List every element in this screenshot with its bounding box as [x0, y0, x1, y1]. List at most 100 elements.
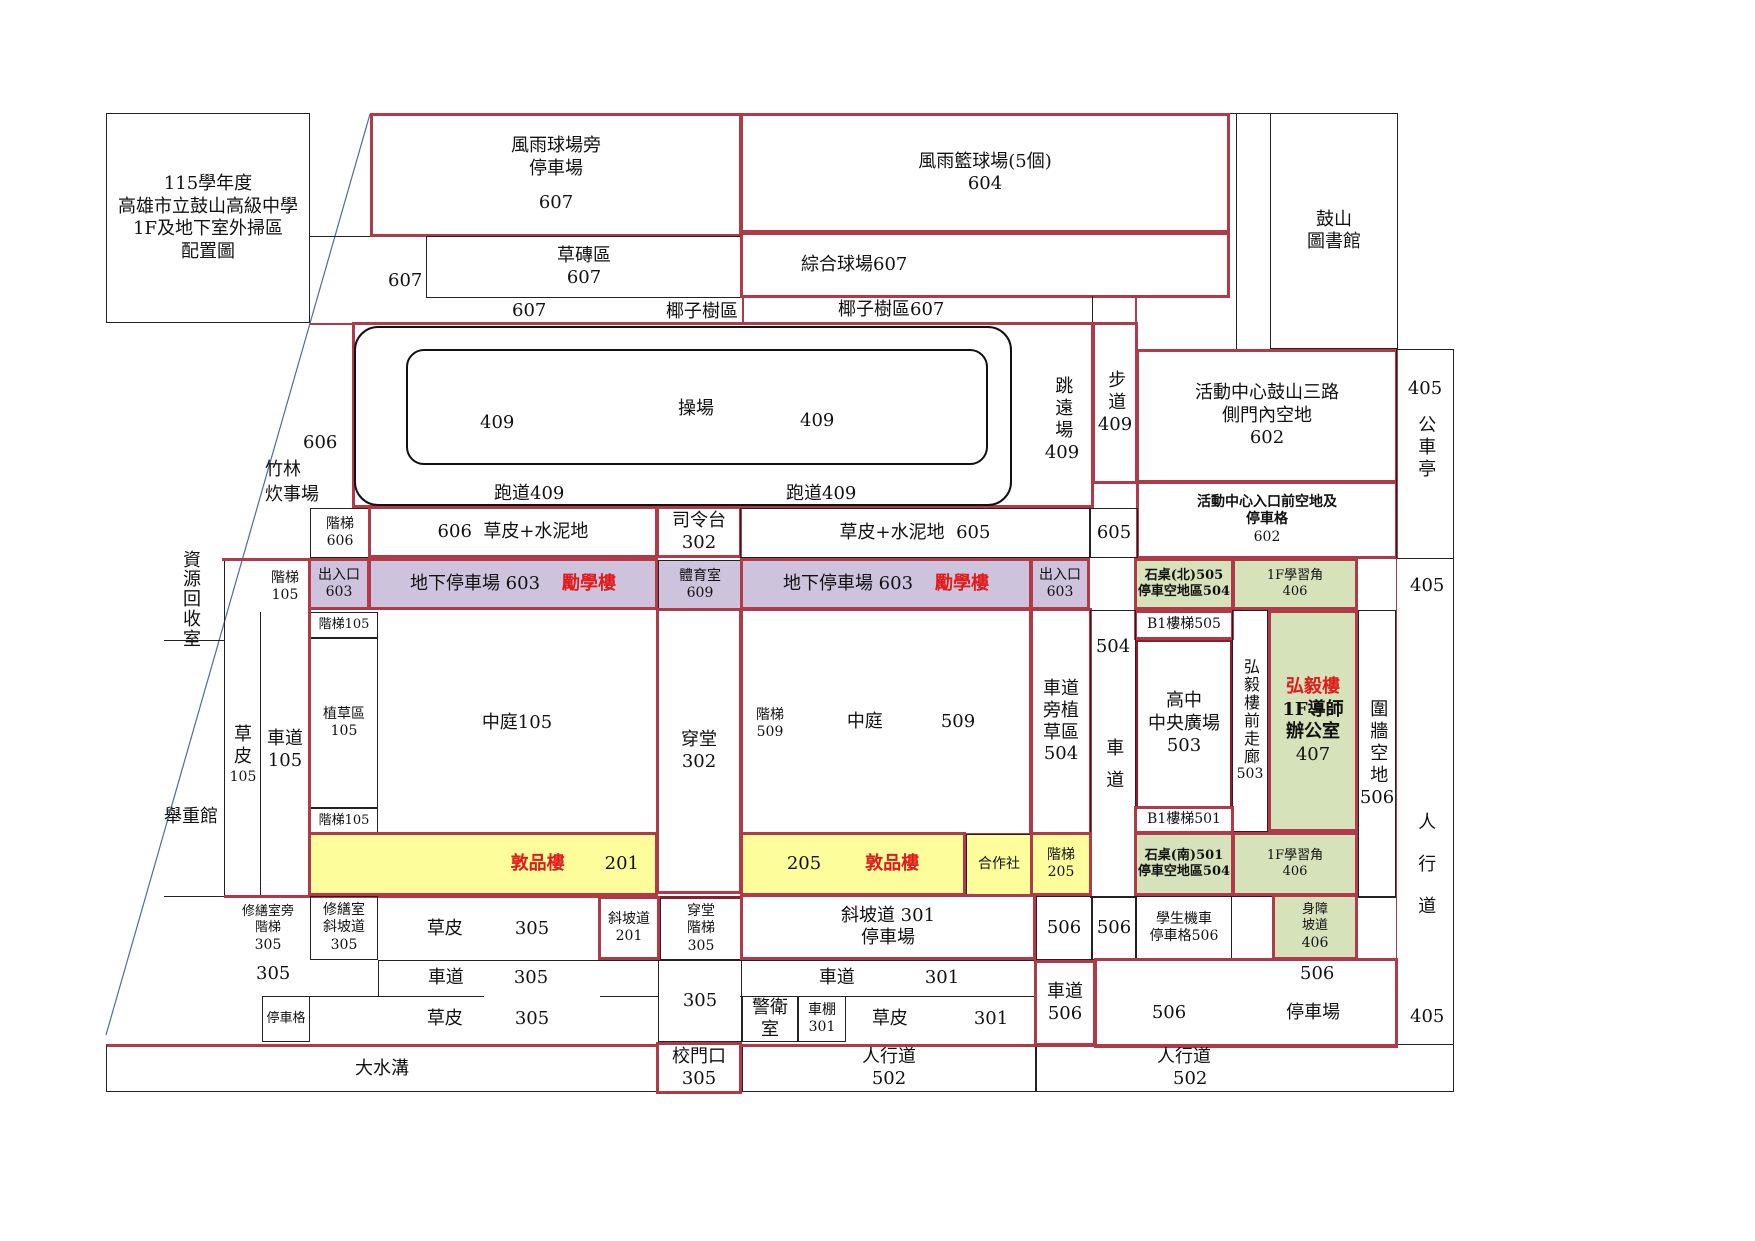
- stairs-105-top[interactable]: 階梯 105: [262, 562, 308, 612]
- repair-stairs-305[interactable]: 修繕室旁 階梯 305: [236, 900, 300, 958]
- label-607-row: 607: [512, 300, 547, 321]
- zone-dunpin-left[interactable]: 敦品樓 201: [308, 832, 658, 896]
- label: 草皮: [426, 1007, 463, 1029]
- label: 階梯105: [318, 812, 370, 828]
- grid-line: [309, 113, 310, 323]
- field-409-right: 409: [800, 410, 835, 431]
- hall-stairs-305[interactable]: 穿堂 階梯 305: [660, 896, 742, 960]
- label: 105: [229, 768, 257, 785]
- parking-space[interactable]: 停車格: [262, 996, 310, 1042]
- cell-506-a[interactable]: 506: [1036, 896, 1092, 960]
- label: 1F學習角: [1266, 847, 1324, 863]
- zone-long-jump[interactable]: 跳遠場 409: [1040, 370, 1084, 470]
- zone-ramp-301[interactable]: 斜坡道 301 停車場: [740, 894, 1036, 960]
- zone-lawn-105[interactable]: 草 皮 105: [226, 700, 260, 810]
- zone-lawn-305-upper[interactable]: 草皮 305: [378, 898, 598, 960]
- grid-line: [1396, 558, 1397, 1048]
- zone-courtyard-105[interactable]: 中庭105: [378, 612, 656, 834]
- zone-shelter-parking[interactable]: 風雨球場旁 停車場 607: [370, 113, 742, 237]
- grid-line: [1230, 113, 1398, 114]
- field-409-left: 409: [480, 412, 515, 433]
- zone-stone-table-south[interactable]: 石桌(南)501 停車空地區504: [1134, 832, 1234, 896]
- label: 圖書館: [1307, 231, 1361, 252]
- bike-shed[interactable]: 車棚 301: [798, 996, 846, 1042]
- zone-lawn-606[interactable]: 606 草皮+水泥地: [368, 506, 658, 558]
- label: 504: [1043, 743, 1079, 765]
- label: 603: [325, 584, 353, 600]
- zone-central-plaza[interactable]: 高中 中央廣場 503: [1136, 640, 1232, 808]
- stairs-105-upper[interactable]: 階梯105: [310, 612, 378, 638]
- guard-room[interactable]: 警衛 室: [742, 996, 798, 1042]
- zone-activity-front[interactable]: 活動中心入口前空地及 停車格 602: [1136, 481, 1398, 559]
- gym-room[interactable]: 體育室 609: [658, 560, 742, 610]
- lane-504[interactable]: 504 車道: [1090, 610, 1136, 898]
- zone-school-gate[interactable]: 校門口 305: [656, 1042, 742, 1094]
- zone-walkway[interactable]: 步道 409: [1092, 322, 1138, 484]
- zone-parking-506[interactable]: 506 停車場: [1094, 958, 1398, 1048]
- zone-lane-105[interactable]: 車道 105: [262, 720, 308, 780]
- zone-drain[interactable]: 大水溝: [106, 1044, 658, 1092]
- ramp-201[interactable]: 斜坡道 201: [598, 896, 660, 960]
- zone-parking-left[interactable]: 地下停車場 603 勵學樓: [368, 558, 658, 610]
- zone-courtyard-509[interactable]: 中庭 509: [740, 608, 1032, 836]
- bamboo-606: 606: [303, 432, 338, 453]
- repair-ramp-305[interactable]: 修繕室 斜坡道 305: [310, 896, 378, 960]
- label: 弘毅樓前走廊: [1241, 658, 1260, 767]
- zone-activity-side[interactable]: 活動中心鼓山三路 側門內空地 602: [1136, 349, 1398, 483]
- title-line-4: 配置圖: [181, 240, 235, 262]
- grid-line: [742, 296, 744, 324]
- stairs-509[interactable]: 階梯 509: [742, 700, 798, 748]
- label: 穿堂: [681, 728, 717, 750]
- zone-plant-105[interactable]: 植草區 105: [310, 638, 378, 808]
- stairs-b1-505[interactable]: B1樓梯505: [1134, 610, 1234, 640]
- zone-lane-plant[interactable]: 車道旁植草區 504: [1030, 608, 1092, 836]
- zone-hall-302[interactable]: 穿堂 302: [656, 608, 742, 894]
- zone-sidewalk-502-left[interactable]: 人行道 502: [742, 1044, 1036, 1092]
- stairs-b1-501[interactable]: B1樓梯501: [1134, 806, 1234, 834]
- zone-grass-brick[interactable]: 草磚區 607: [426, 236, 742, 298]
- zone-study-corner-south[interactable]: 1F學習角 406: [1232, 832, 1358, 896]
- zone-hall-305[interactable]: 305: [658, 960, 742, 1042]
- zone-dunpin-right[interactable]: 205 敦品樓: [740, 832, 966, 896]
- zone-basketball-court[interactable]: 風雨籃球場(5個) 604: [740, 113, 1230, 233]
- zone-stone-table-north[interactable]: 石桌(北)505 停車空地區504: [1134, 558, 1234, 610]
- cell-506-b[interactable]: 506: [1092, 896, 1136, 960]
- stairs-105-lower[interactable]: 階梯105: [310, 808, 378, 834]
- label: 司令台: [672, 509, 726, 531]
- zone-disabled-ramp-406[interactable]: 身障 坡道 406: [1272, 894, 1358, 960]
- lane-605[interactable]: 605: [1090, 508, 1138, 558]
- label: 階梯: [687, 920, 715, 937]
- stairs-205[interactable]: 階梯 205: [1030, 832, 1092, 896]
- zone-podium[interactable]: 司令台 302: [656, 506, 742, 558]
- stairs-606[interactable]: 階梯 606: [310, 508, 370, 558]
- label: 405: [1407, 378, 1443, 399]
- coop-store[interactable]: 合作社: [966, 834, 1032, 896]
- zone-study-corner-north[interactable]: 1F學習角 406: [1232, 558, 1358, 610]
- zone-parking-right[interactable]: 地下停車場 603 勵學樓: [740, 558, 1032, 610]
- exit-right[interactable]: 出入口 603: [1030, 558, 1090, 610]
- label: 綜合球場607: [801, 253, 908, 275]
- zone-multi-court[interactable]: 綜合球場607: [740, 232, 1230, 298]
- zone-corridor-503[interactable]: 弘毅樓前走廊 503: [1232, 610, 1268, 832]
- label: 草皮+水泥地 605: [839, 521, 991, 543]
- zone-hongyi-office[interactable]: 弘毅樓 1F導師 辦公室 407: [1268, 610, 1358, 832]
- label: 407: [1295, 743, 1331, 765]
- zone-scooter-506[interactable]: 學生機車 停車格506: [1136, 896, 1232, 960]
- grid-line: [1092, 296, 1093, 324]
- lane-305[interactable]: 車道 305: [378, 960, 598, 996]
- lane-301[interactable]: 車道 301: [742, 960, 1036, 996]
- zone-lawn-301[interactable]: 草皮 301: [846, 996, 1034, 1042]
- zone-lawn-305-lower[interactable]: 草皮 305: [378, 996, 598, 1042]
- weightlifting-hall: 舉重館: [164, 806, 218, 827]
- label: 409: [1044, 441, 1080, 463]
- zone-wall-506[interactable]: 圍牆空地 506: [1358, 610, 1396, 898]
- lane-506[interactable]: 車道 506: [1034, 960, 1096, 1046]
- label: 車道: [1047, 980, 1083, 1002]
- label: 大水溝: [355, 1057, 409, 1079]
- label: 辦公室: [1286, 721, 1340, 742]
- label: 階梯: [326, 515, 354, 532]
- zone-sidewalk-502-right[interactable]: 人行道 502: [1036, 1044, 1454, 1092]
- zone-lawn-605[interactable]: 草皮+水泥地 605: [740, 508, 1090, 558]
- exit-left[interactable]: 出入口 603: [308, 558, 370, 610]
